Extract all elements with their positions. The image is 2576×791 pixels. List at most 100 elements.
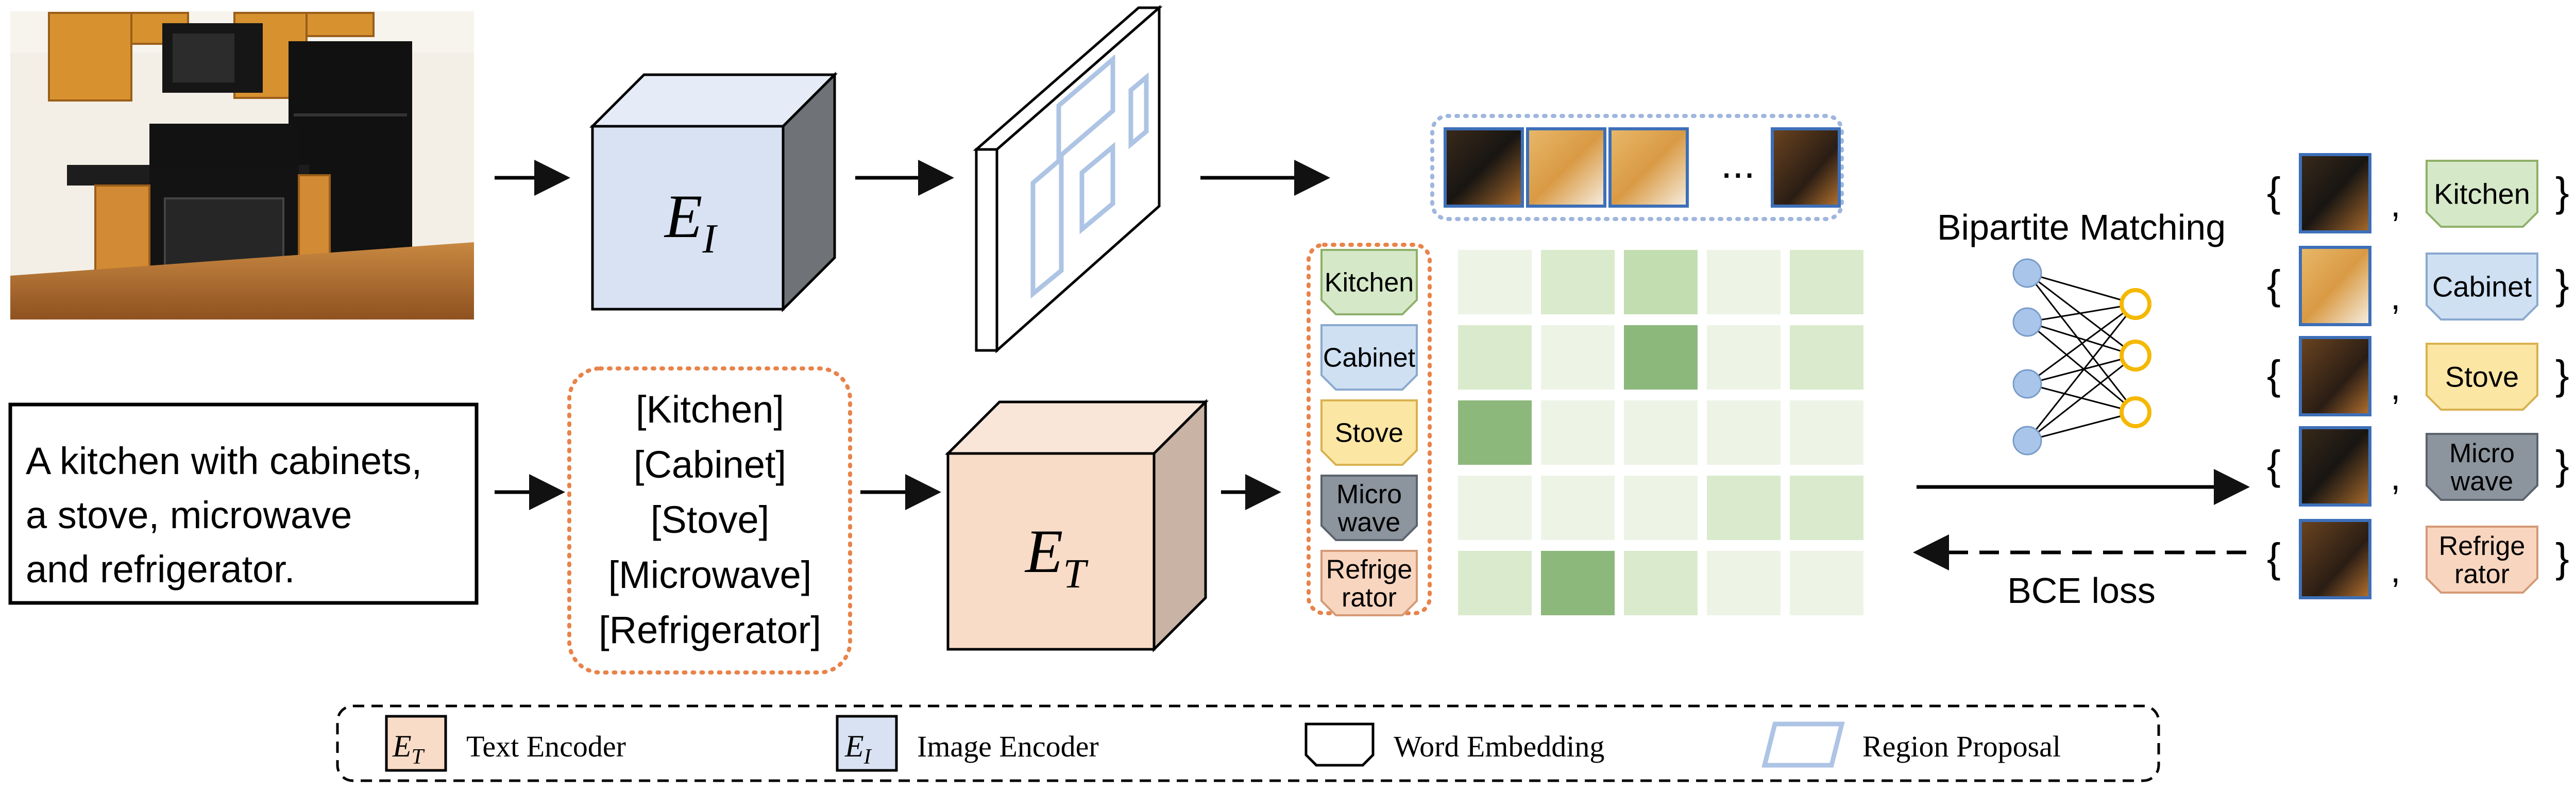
bipartite-matching: Bipartite Matching BCE loss — [1937, 207, 2226, 611]
tag-list-box: [Kitchen][Cabinet][Stove][Microwave][Ref… — [567, 366, 852, 675]
matrix-cell-r1-c4 — [1707, 250, 1781, 314]
output-pair-1: {, Kitchen} — [2267, 153, 2569, 233]
matching-edge — [2027, 303, 2136, 323]
matching-edge — [2027, 272, 2136, 305]
matrix-cell-r4-c5 — [1790, 476, 1863, 540]
matched-region-thumb — [2299, 426, 2371, 507]
text-line: A kitchen with cabinets, — [26, 440, 422, 482]
matching-edge — [2027, 355, 2136, 442]
matched-region-thumb — [2299, 336, 2371, 416]
tag-label: Stove — [2445, 361, 2519, 393]
pair-separator: , — [2391, 277, 2400, 317]
tag-embedding-3: Stove — [1320, 399, 1418, 466]
tag-label: Micro — [1336, 479, 1402, 509]
brace-open: { — [2267, 262, 2281, 308]
matched-tag: Refrigerator — [2426, 526, 2538, 594]
left-node-2 — [2012, 307, 2042, 337]
legend-word-embedding: Word Embedding — [1304, 722, 1604, 767]
matrix-cell-r3-c1 — [1458, 400, 1532, 465]
pair-separator: , — [2391, 457, 2400, 497]
left-node-3 — [2012, 369, 2042, 399]
right-node-2 — [2120, 340, 2151, 372]
matrix-cell-r3-c4 — [1707, 400, 1781, 465]
tag-label: Kitchen — [1325, 268, 1414, 298]
pair-separator: , — [2391, 550, 2400, 590]
matrix-cell-r3-c3 — [1624, 400, 1698, 465]
matrix-cell-r2-c2 — [1541, 325, 1615, 390]
pair-separator: , — [2391, 184, 2400, 224]
matched-tag: Stove — [2426, 343, 2538, 411]
text-line: [Cabinet] — [634, 443, 786, 486]
legend-text-encoder-label: Text Encoder — [466, 730, 626, 763]
tag-label: Cabinet — [1323, 343, 1416, 373]
tag-embedding-4: Microwave — [1320, 475, 1418, 541]
matched-region-thumb — [2299, 246, 2371, 326]
matching-edge — [2026, 304, 2137, 441]
matching-edge — [2027, 303, 2136, 385]
brace-close: } — [2555, 262, 2569, 308]
region-thumb-3 — [1608, 127, 1689, 208]
tag-label: Stove — [1335, 418, 1403, 448]
bipartite-matching-title: Bipartite Matching — [1937, 207, 2226, 247]
region-thumbnail-strip: ... — [1430, 114, 1844, 221]
output-pair-5: {, Refrigerator} — [2267, 519, 2569, 599]
output-pair-2: {, Cabinet} — [2267, 246, 2569, 326]
legend-text-encoder: ET Text Encoder — [385, 715, 626, 772]
matching-edge — [2027, 272, 2136, 357]
output-pairs: {, Kitchen} {, Cabinet} {, Stove} {, Microwave}… — [2267, 153, 2569, 599]
matched-tag: Microwave — [2426, 433, 2538, 501]
text-encoder-label: ET — [1024, 517, 1089, 597]
region-ellipsis: ... — [1721, 141, 1755, 187]
matching-edge — [2027, 355, 2136, 385]
brace-close: } — [2555, 352, 2569, 398]
matrix-cell-r1-c1 — [1458, 250, 1532, 314]
brace-open: { — [2267, 442, 2281, 488]
matching-edge — [2027, 411, 2136, 442]
matrix-cell-r2-c3 — [1624, 325, 1698, 390]
tag-label: Kitchen — [2434, 178, 2530, 210]
image-encoder-label: EI — [664, 182, 718, 262]
matrix-cell-r4-c1 — [1458, 476, 1532, 540]
matched-tag: Cabinet — [2426, 253, 2538, 321]
matrix-cell-r4-c4 — [1707, 476, 1781, 540]
matched-tag: Kitchen — [2426, 160, 2538, 228]
matrix-cell-r2-c1 — [1458, 325, 1532, 390]
matrix-cell-r5-c3 — [1624, 551, 1698, 615]
caption-box: A kitchen with cabinets,a stove, microwa… — [8, 402, 479, 605]
tag-embedding-5: Refrigerator — [1320, 550, 1418, 616]
region-thumb-2 — [1526, 127, 1606, 208]
word-embedding-icon — [1304, 722, 1375, 767]
matrix-cell-r3-c5 — [1790, 400, 1863, 465]
matched-region-thumb — [2299, 519, 2371, 599]
matrix-cell-r1-c3 — [1624, 250, 1698, 314]
matrix-cell-r4-c2 — [1541, 476, 1615, 540]
legend-image-encoder-label: Image Encoder — [917, 730, 1099, 763]
text-line: [Refrigerator] — [599, 609, 821, 651]
brace-open: { — [2267, 535, 2281, 581]
legend-image-encoder: EI Image Encoder — [836, 715, 1099, 772]
matching-edge — [2027, 321, 2136, 357]
tag-embedding-1: Kitchen — [1320, 249, 1418, 315]
tag-label: wave — [2450, 467, 2513, 497]
image-encoder-cube: EI — [589, 71, 838, 313]
tag-label: rator — [2454, 560, 2510, 590]
text-line: [Stove] — [651, 498, 769, 541]
matrix-cell-r5-c4 — [1707, 551, 1781, 615]
matrix-cell-r5-c1 — [1458, 551, 1532, 615]
brace-close: } — [2555, 535, 2569, 581]
brace-close: } — [2555, 169, 2569, 215]
right-node-3 — [2120, 396, 2151, 428]
text-line: [Kitchen] — [636, 388, 784, 431]
left-node-1 — [2012, 258, 2042, 288]
tag-label: wave — [1337, 508, 1400, 537]
tag-label: Refrige — [2439, 531, 2526, 561]
legend-word-embedding-label: Word Embedding — [1394, 730, 1604, 763]
tag-list-text: [Kitchen][Cabinet][Stove][Microwave][Ref… — [599, 388, 821, 651]
caption-text: A kitchen with cabinets,a stove, microwa… — [26, 440, 422, 591]
matrix-cell-r5-c2 — [1541, 551, 1615, 615]
legend: ET Text Encoder EI Image Encoder Word Em… — [336, 704, 2160, 782]
region-thumb-1 — [1444, 127, 1524, 208]
left-node-4 — [2012, 426, 2042, 456]
brace-open: { — [2267, 169, 2281, 215]
